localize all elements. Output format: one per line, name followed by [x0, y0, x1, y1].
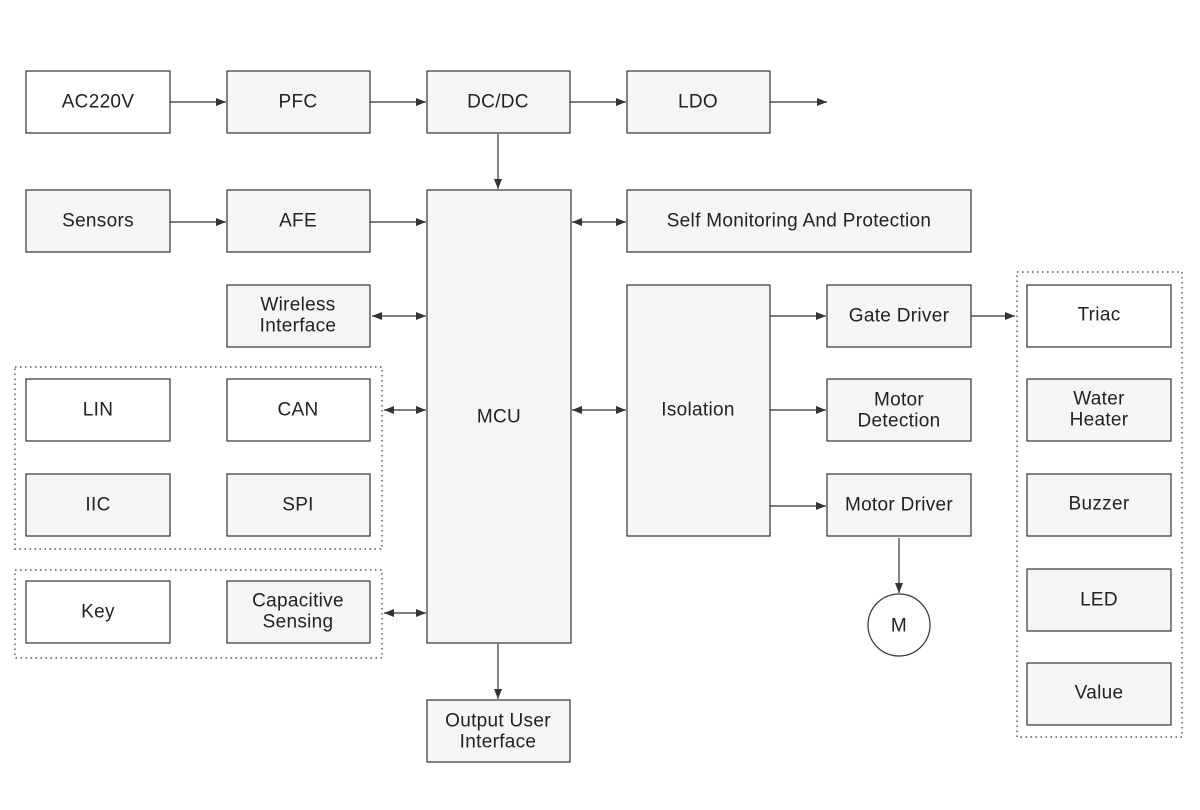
block-mcu: MCU: [426, 189, 572, 644]
block-motor-detection-label-2: Detection: [858, 411, 941, 432]
block-lin-label: LIN: [83, 400, 113, 421]
block-pfc-label: PFC: [279, 92, 318, 113]
block-gate-driver: Gate Driver: [826, 284, 972, 348]
block-led-label: LED: [1080, 590, 1118, 611]
block-capacitive-label-2: Sensing: [263, 612, 334, 633]
block-sensors: Sensors: [25, 189, 171, 253]
block-key: Key: [25, 580, 171, 644]
block-key-label: Key: [81, 602, 115, 623]
block-can: CAN: [226, 378, 371, 442]
block-afe: AFE: [226, 189, 371, 253]
block-output-label-1: Output User: [445, 711, 551, 732]
block-can-label: CAN: [277, 400, 318, 421]
block-spi: SPI: [226, 473, 371, 537]
block-led: LED: [1026, 568, 1172, 632]
block-sensors-label: Sensors: [62, 211, 134, 232]
block-buzzer-label: Buzzer: [1069, 494, 1130, 515]
block-iic-label: IIC: [85, 495, 110, 516]
motor-label: M: [891, 616, 907, 637]
block-water-heater-label-2: Heater: [1070, 410, 1129, 431]
block-triac-label: Triac: [1077, 305, 1120, 326]
block-motor-detection-label-1: Motor: [874, 390, 924, 411]
block-ldo-label: LDO: [678, 92, 718, 113]
block-afe-label: AFE: [279, 211, 317, 232]
block-output-label-2: Interface: [460, 732, 537, 753]
block-spi-label: SPI: [282, 495, 314, 516]
block-isolation-label: Isolation: [661, 400, 734, 421]
block-value: Value: [1026, 662, 1172, 726]
block-self-monitoring-label: Self Monitoring And Protection: [667, 211, 932, 232]
block-ldo: LDO: [626, 70, 771, 134]
block-isolation: Isolation: [626, 284, 771, 537]
block-capacitive-sensing: Capacitive Sensing: [226, 580, 371, 644]
block-motor-driver: Motor Driver: [826, 473, 972, 537]
motor-symbol: M: [867, 593, 931, 657]
block-lin: LIN: [25, 378, 171, 442]
block-ac220v-label: AC220V: [62, 92, 135, 113]
block-water-heater: Water Heater: [1026, 378, 1172, 442]
input-group: [14, 569, 383, 659]
block-output-user-interface: Output User Interface: [426, 699, 571, 763]
block-gate-driver-label: Gate Driver: [849, 306, 950, 327]
block-motor-detection: Motor Detection: [826, 378, 972, 442]
block-dcdc: DC/DC: [426, 70, 571, 134]
block-motor-driver-label: Motor Driver: [845, 495, 953, 516]
block-buzzer: Buzzer: [1026, 473, 1172, 537]
block-water-heater-label-1: Water: [1073, 389, 1125, 410]
block-wireless-label-1: Wireless: [260, 295, 335, 316]
block-pfc: PFC: [226, 70, 371, 134]
block-iic: IIC: [25, 473, 171, 537]
block-mcu-label: MCU: [477, 407, 521, 428]
block-wireless-label-2: Interface: [260, 316, 337, 337]
block-triac: Triac: [1026, 284, 1172, 348]
block-wireless-interface: Wireless Interface: [226, 284, 371, 348]
connections: [170, 98, 1015, 699]
block-ac220v: AC220V: [25, 70, 171, 134]
block-self-monitoring: Self Monitoring And Protection: [626, 189, 972, 253]
block-dcdc-label: DC/DC: [467, 92, 529, 113]
block-value-label: Value: [1075, 683, 1124, 704]
block-capacitive-label-1: Capacitive: [252, 591, 344, 612]
